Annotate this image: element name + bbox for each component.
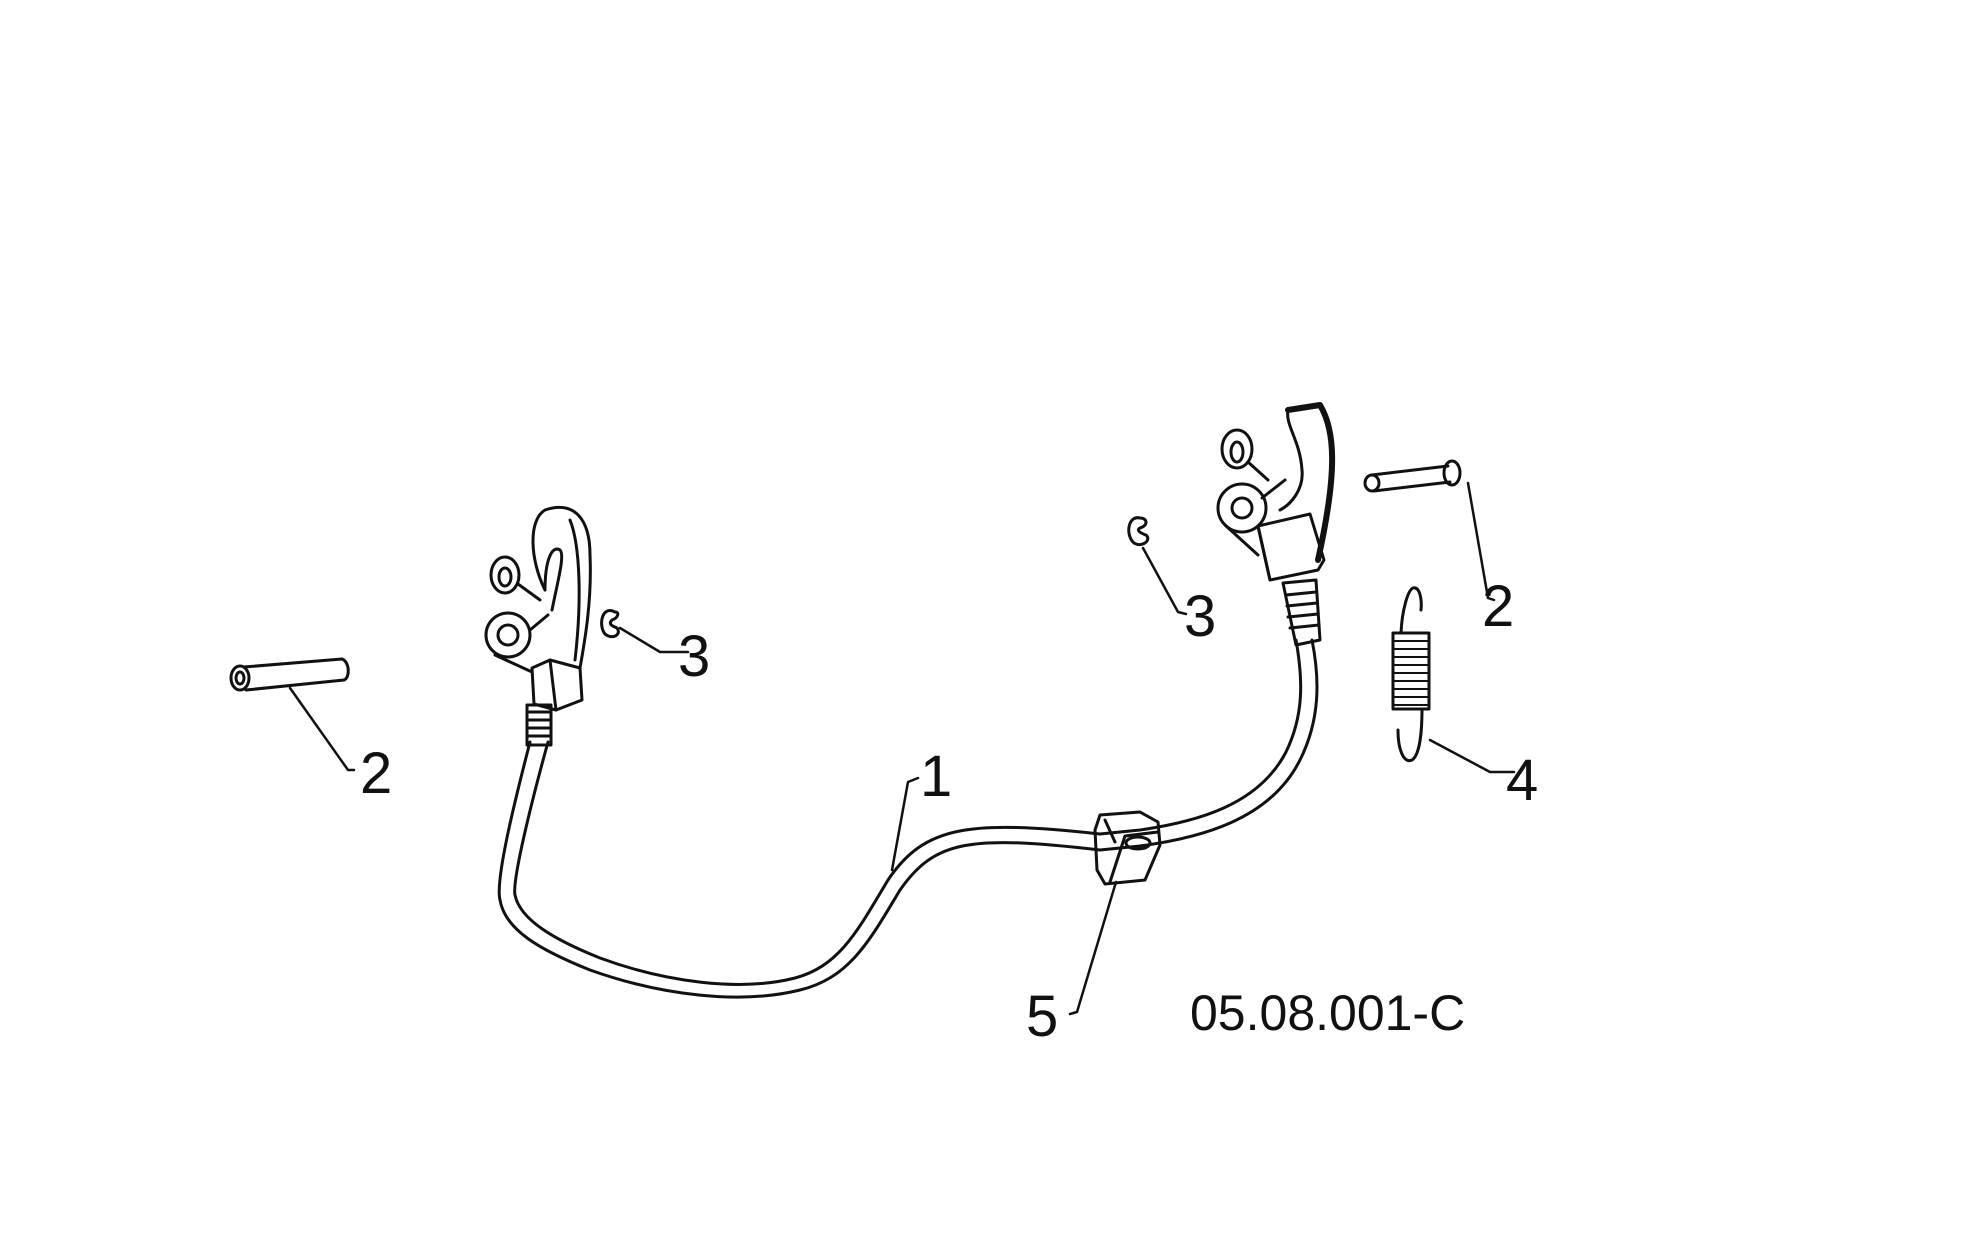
cable: [497, 638, 1319, 999]
callout-label-3-left: 3: [678, 624, 711, 689]
callout-label-2-right: 2: [1482, 574, 1515, 639]
cable-clamp: [1093, 810, 1162, 886]
callout-label-5: 5: [1026, 984, 1059, 1049]
callout-label-3-right: 3: [1184, 584, 1217, 649]
pin-right: [1363, 459, 1462, 493]
lever-assembly-left: [484, 505, 592, 747]
e-clip-left: [600, 609, 620, 639]
e-clip-right: [1127, 516, 1150, 547]
figure-code: 05.08.001-C: [1190, 985, 1466, 1041]
leader-lines: [288, 481, 1516, 1016]
pin-left: [229, 657, 350, 692]
lever-assembly-right: [1216, 402, 1336, 647]
callout-label-4: 4: [1506, 748, 1539, 813]
spring: [1391, 586, 1431, 763]
callout-label-1: 1: [920, 744, 953, 809]
callout-label-2-left: 2: [360, 741, 393, 806]
